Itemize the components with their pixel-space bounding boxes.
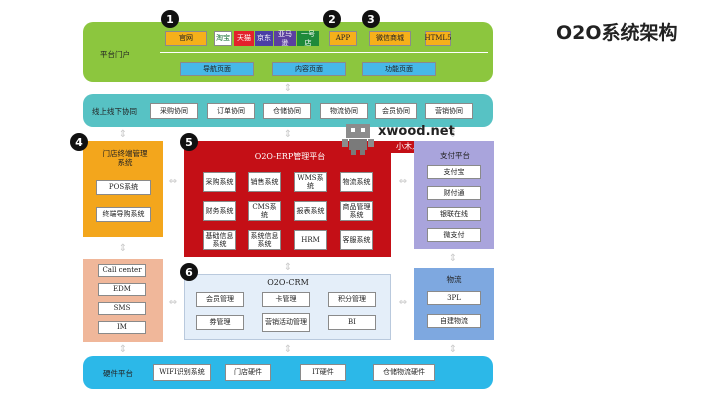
payment-tenpay[interactable]: 财付通 (427, 186, 481, 200)
payment-title: 支付平台 (440, 151, 470, 160)
portal-content-page[interactable]: 内容页面 (272, 62, 346, 76)
service-sms[interactable]: SMS (98, 302, 146, 315)
portal-item-yhd[interactable]: 一号店 (297, 30, 319, 47)
portal-item-jd[interactable]: 京东 (255, 31, 273, 46)
badge-2: 2 (323, 10, 341, 28)
crm-card[interactable]: 卡管理 (262, 292, 310, 307)
arrow-store-left: ⇕ (118, 242, 128, 254)
crm-title: O2O-CRM (267, 278, 309, 287)
crm-campaign[interactable]: 营销活动管理 (262, 313, 310, 332)
payment-alipay[interactable]: 支付宝 (427, 165, 481, 179)
erp-hrm[interactable]: HRM (294, 230, 327, 250)
erp-basic-info[interactable]: 基础信息系统 (203, 230, 236, 250)
arrow-logistics-hardware: ⇕ (448, 343, 458, 355)
crm-points[interactable]: 积分管理 (328, 292, 376, 307)
erp-cms[interactable]: CMS系统 (248, 201, 281, 221)
erp-logistics[interactable]: 物流系统 (340, 172, 373, 192)
arrow-crm-logistics: ⇔ (398, 296, 408, 308)
badge-6: 6 (180, 263, 198, 281)
arrow-crm-hardware: ⇕ (283, 343, 293, 355)
coop-item-purchase[interactable]: 采购协同 (150, 103, 198, 119)
portal-function-page[interactable]: 功能页面 (362, 62, 436, 76)
arrow-store-erp: ⇔ (168, 175, 178, 187)
service-edm[interactable]: EDM (98, 283, 146, 296)
portal-nav-page[interactable]: 导航页面 (180, 62, 254, 76)
erp-title: O2O-ERP管理平台 (254, 152, 326, 161)
erp-customer-service[interactable]: 客服系统 (340, 230, 373, 250)
portal-item-tmall[interactable]: 天猫 (234, 31, 254, 46)
arrow-coop-payment: ⇕ (448, 128, 458, 140)
arrow-left-hardware: ⇕ (118, 343, 128, 355)
coop-item-warehouse[interactable]: 仓储协同 (263, 103, 311, 119)
portal-item-official-site[interactable]: 官网 (165, 31, 207, 46)
service-im[interactable]: IM (98, 321, 146, 334)
payment-unionpay[interactable]: 银联在线 (427, 207, 481, 221)
badge-3: 3 (362, 10, 380, 28)
logistics-self-built[interactable]: 自建物流 (427, 314, 481, 328)
portal-item-amazon[interactable]: 亚马逊 (274, 30, 296, 47)
coop-item-order[interactable]: 订单协同 (207, 103, 255, 119)
erp-wms[interactable]: WMS系统 (294, 172, 327, 192)
coop-label: 线上线下协同 (92, 107, 137, 116)
arrow-left-crm: ⇔ (168, 296, 178, 308)
portal-item-app[interactable]: APP (329, 31, 357, 46)
logistics-3pl[interactable]: 3PL (427, 291, 481, 305)
portal-item-taobao[interactable]: 淘宝 (214, 31, 232, 46)
page-title: O2O系统架构 (556, 22, 678, 44)
erp-purchase[interactable]: 采购系统 (203, 172, 236, 192)
hardware-it[interactable]: IT硬件 (300, 364, 346, 381)
arrow-erp-crm: ⇕ (283, 261, 293, 273)
erp-report[interactable]: 报表系统 (294, 201, 327, 221)
payment-wechat-pay[interactable]: 微支付 (427, 228, 481, 242)
portal-label: 平台门户 (100, 50, 130, 59)
arrow-payment-logistics: ⇕ (448, 252, 458, 264)
store-pos-system[interactable]: POS系统 (96, 180, 151, 195)
erp-finance[interactable]: 财务系统 (203, 201, 236, 221)
arrow-erp-payment: ⇔ (398, 175, 408, 187)
erp-sales[interactable]: 销售系统 (248, 172, 281, 192)
badge-1: 1 (161, 10, 179, 28)
arrow-portal-coop: ⇕ (283, 82, 293, 94)
erp-system-info[interactable]: 系统信息系统 (248, 230, 281, 250)
store-guide-system[interactable]: 终端导购系统 (96, 207, 151, 222)
badge-4: 4 (70, 133, 88, 151)
crm-coupon[interactable]: 券管理 (196, 315, 244, 330)
coop-item-member[interactable]: 会员协同 (375, 103, 417, 119)
hardware-wifi[interactable]: WIFI识别系统 (153, 364, 211, 381)
coop-item-marketing[interactable]: 营销协同 (425, 103, 473, 119)
watermark-site: xwood.net (378, 124, 455, 139)
arrow-coop-store: ⇕ (118, 128, 128, 140)
badge-5: 5 (180, 133, 198, 151)
robot-logo-icon (340, 122, 376, 156)
portal-divider (160, 52, 488, 53)
coop-item-logistics[interactable]: 物流协同 (320, 103, 368, 119)
arrow-coop-erp: ⇕ (283, 128, 293, 140)
store-title: 门店终端管理系统 (102, 149, 148, 168)
hardware-warehouse[interactable]: 仓储物流硬件 (373, 364, 435, 381)
portal-item-html5[interactable]: HTML5 (424, 31, 452, 46)
service-call-center[interactable]: Call center (98, 264, 146, 277)
portal-item-wechat-mall[interactable]: 微信商城 (369, 31, 411, 46)
hardware-label: 硬件平台 (103, 369, 133, 378)
logistics-title: 物流 (446, 275, 462, 284)
erp-product[interactable]: 商品管理系统 (340, 201, 373, 221)
crm-member[interactable]: 会员管理 (196, 292, 244, 307)
crm-bi[interactable]: BI (328, 315, 376, 330)
hardware-store[interactable]: 门店硬件 (225, 364, 271, 381)
